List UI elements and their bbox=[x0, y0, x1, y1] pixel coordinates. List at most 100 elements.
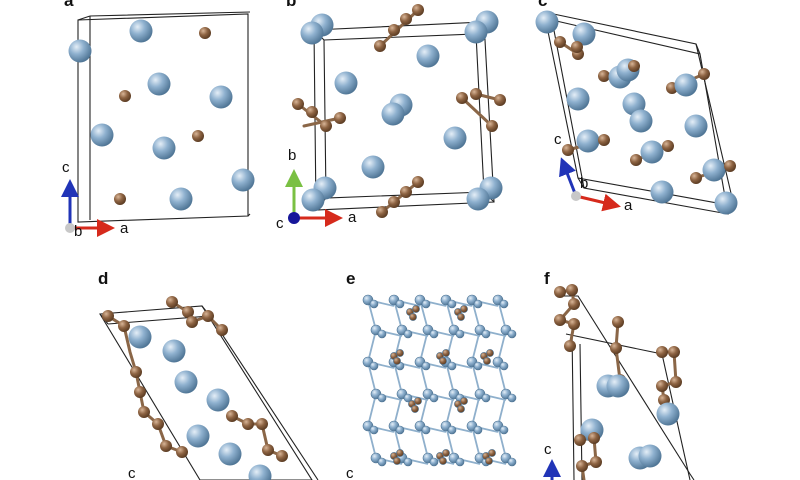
small-atom bbox=[376, 206, 388, 218]
small-atom bbox=[216, 324, 228, 336]
small-atom bbox=[412, 176, 424, 188]
axis-triad-b: b c a bbox=[276, 147, 357, 232]
framework-bond bbox=[419, 329, 429, 363]
small-atom bbox=[590, 456, 602, 468]
large-atom bbox=[403, 393, 413, 403]
small-atom bbox=[306, 106, 318, 118]
large-atom bbox=[395, 425, 405, 435]
small-atom bbox=[186, 316, 198, 328]
small-atom bbox=[256, 418, 268, 430]
axis-label-b: b bbox=[74, 223, 82, 240]
large-atom bbox=[152, 136, 176, 160]
large-atom bbox=[361, 155, 385, 179]
small-atom bbox=[554, 286, 566, 298]
small-atom bbox=[483, 357, 491, 365]
axis-label-b: b bbox=[580, 175, 588, 192]
large-atom bbox=[68, 39, 92, 63]
axis-label-a: a bbox=[624, 197, 633, 214]
axis-label-b: b bbox=[288, 147, 296, 164]
atoms-f bbox=[554, 284, 682, 472]
large-atom bbox=[416, 44, 440, 68]
large-atom bbox=[535, 10, 559, 34]
large-atom bbox=[301, 188, 325, 212]
framework-bond bbox=[471, 329, 481, 363]
framework-bond bbox=[419, 393, 429, 427]
small-atom bbox=[152, 418, 164, 430]
small-atom bbox=[414, 397, 422, 405]
large-atom bbox=[443, 126, 467, 150]
small-atom bbox=[396, 449, 404, 457]
large-atom bbox=[209, 85, 233, 109]
framework-bond bbox=[445, 361, 455, 395]
small-atom bbox=[576, 460, 588, 472]
large-atom bbox=[403, 457, 413, 467]
small-atom bbox=[439, 457, 447, 465]
small-atom bbox=[568, 318, 580, 330]
large-atom bbox=[473, 361, 483, 371]
large-atom bbox=[606, 374, 630, 398]
small-atom bbox=[698, 68, 710, 80]
atoms-d bbox=[102, 296, 288, 480]
large-atom bbox=[162, 339, 186, 363]
axis-label-c: c bbox=[554, 131, 562, 148]
small-atom bbox=[276, 450, 288, 462]
large-atom bbox=[572, 22, 596, 46]
atoms-a bbox=[68, 19, 255, 211]
large-atom bbox=[499, 361, 509, 371]
small-atom bbox=[610, 342, 622, 354]
small-atom bbox=[457, 313, 465, 321]
axis-label-a: a bbox=[348, 209, 357, 226]
axis-label-c: c bbox=[62, 159, 70, 176]
small-atom bbox=[442, 449, 450, 457]
large-atom bbox=[507, 329, 517, 339]
small-atom bbox=[262, 444, 274, 456]
large-atom bbox=[429, 329, 439, 339]
framework-bond bbox=[471, 361, 481, 395]
panel-label-c: c bbox=[538, 0, 547, 10]
large-atom bbox=[174, 370, 198, 394]
panel-label-b: b bbox=[286, 0, 296, 10]
small-atom bbox=[242, 418, 254, 430]
axis-label-c: c bbox=[346, 465, 354, 480]
small-atom bbox=[670, 376, 682, 388]
panel-b: b b c a bbox=[276, 0, 506, 232]
small-atom bbox=[588, 432, 600, 444]
large-atom bbox=[466, 187, 490, 211]
large-atom bbox=[128, 325, 152, 349]
large-atom bbox=[403, 329, 413, 339]
small-atom bbox=[568, 298, 580, 310]
framework-bond bbox=[497, 425, 507, 459]
large-atom bbox=[507, 457, 517, 467]
small-atom bbox=[393, 457, 401, 465]
small-atom bbox=[400, 13, 412, 25]
small-atom bbox=[457, 405, 465, 413]
axis-triad-e: c bbox=[346, 465, 354, 480]
small-atom bbox=[554, 314, 566, 326]
small-atom bbox=[668, 346, 680, 358]
small-atom bbox=[334, 112, 346, 124]
large-atom bbox=[447, 425, 457, 435]
framework-bond bbox=[471, 425, 481, 459]
large-atom bbox=[481, 393, 491, 403]
large-atom bbox=[421, 299, 431, 309]
small-atom bbox=[412, 305, 420, 313]
small-atom bbox=[411, 405, 419, 413]
large-atom bbox=[129, 19, 153, 43]
large-atom bbox=[640, 140, 664, 164]
large-atom bbox=[629, 109, 653, 133]
large-atom bbox=[429, 457, 439, 467]
large-atom bbox=[369, 299, 379, 309]
large-atom bbox=[702, 158, 726, 182]
panel-c: c c b a bbox=[535, 0, 738, 215]
large-atom bbox=[464, 20, 488, 44]
unit-cell-a bbox=[77, 11, 251, 223]
large-atom bbox=[186, 424, 210, 448]
framework-bond bbox=[497, 361, 507, 395]
framework-bond bbox=[393, 361, 403, 395]
small-atom bbox=[202, 310, 214, 322]
small-atom bbox=[456, 92, 468, 104]
large-atom bbox=[507, 393, 517, 403]
large-atom bbox=[481, 329, 491, 339]
large-atom bbox=[421, 425, 431, 435]
